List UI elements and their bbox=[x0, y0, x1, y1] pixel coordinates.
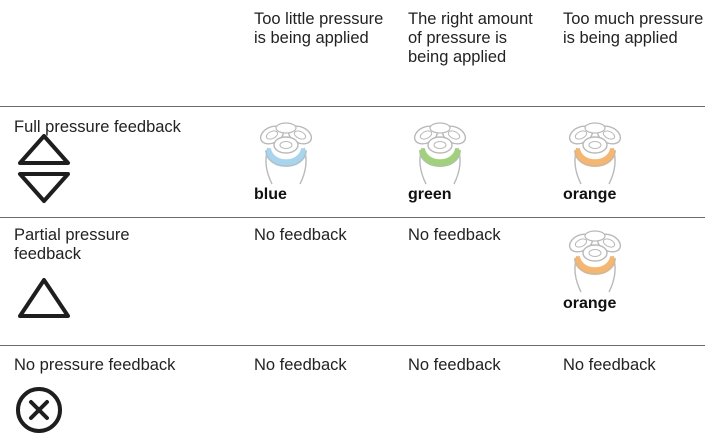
cell-none-too-little: No feedback bbox=[254, 356, 347, 374]
shaver-green-icon bbox=[413, 122, 467, 185]
circle-x-icon bbox=[16, 387, 62, 433]
shaver-blue-icon bbox=[259, 122, 313, 185]
triangle-icon bbox=[18, 278, 70, 318]
cell-partial-orange: orange bbox=[563, 295, 617, 312]
shaver-orange-icon bbox=[568, 230, 622, 293]
shaver-orange-icon bbox=[568, 122, 622, 185]
cell-full-green: green bbox=[408, 186, 452, 203]
header-right-amount: The right amount of pressure is being ap… bbox=[408, 10, 533, 66]
row-label-none: No pressure feedback bbox=[14, 356, 176, 374]
row-label-full: Full pressure feedback bbox=[14, 118, 181, 136]
divider-row2 bbox=[0, 345, 705, 346]
header-too-little: Too little pressure is being applied bbox=[254, 10, 384, 47]
double-triangle-icon bbox=[18, 134, 70, 203]
cell-full-blue: blue bbox=[254, 186, 287, 203]
divider-row1 bbox=[0, 217, 705, 218]
row-label-partial: Partial pressure feedback bbox=[14, 226, 130, 263]
cell-partial-too-little: No feedback bbox=[254, 226, 347, 244]
header-too-much: Too much pressure is being applied bbox=[563, 10, 704, 47]
cell-none-too-much: No feedback bbox=[563, 356, 656, 374]
cell-none-right: No feedback bbox=[408, 356, 501, 374]
cell-full-orange: orange bbox=[563, 186, 617, 203]
divider-top bbox=[0, 106, 705, 107]
cell-partial-right: No feedback bbox=[408, 226, 501, 244]
